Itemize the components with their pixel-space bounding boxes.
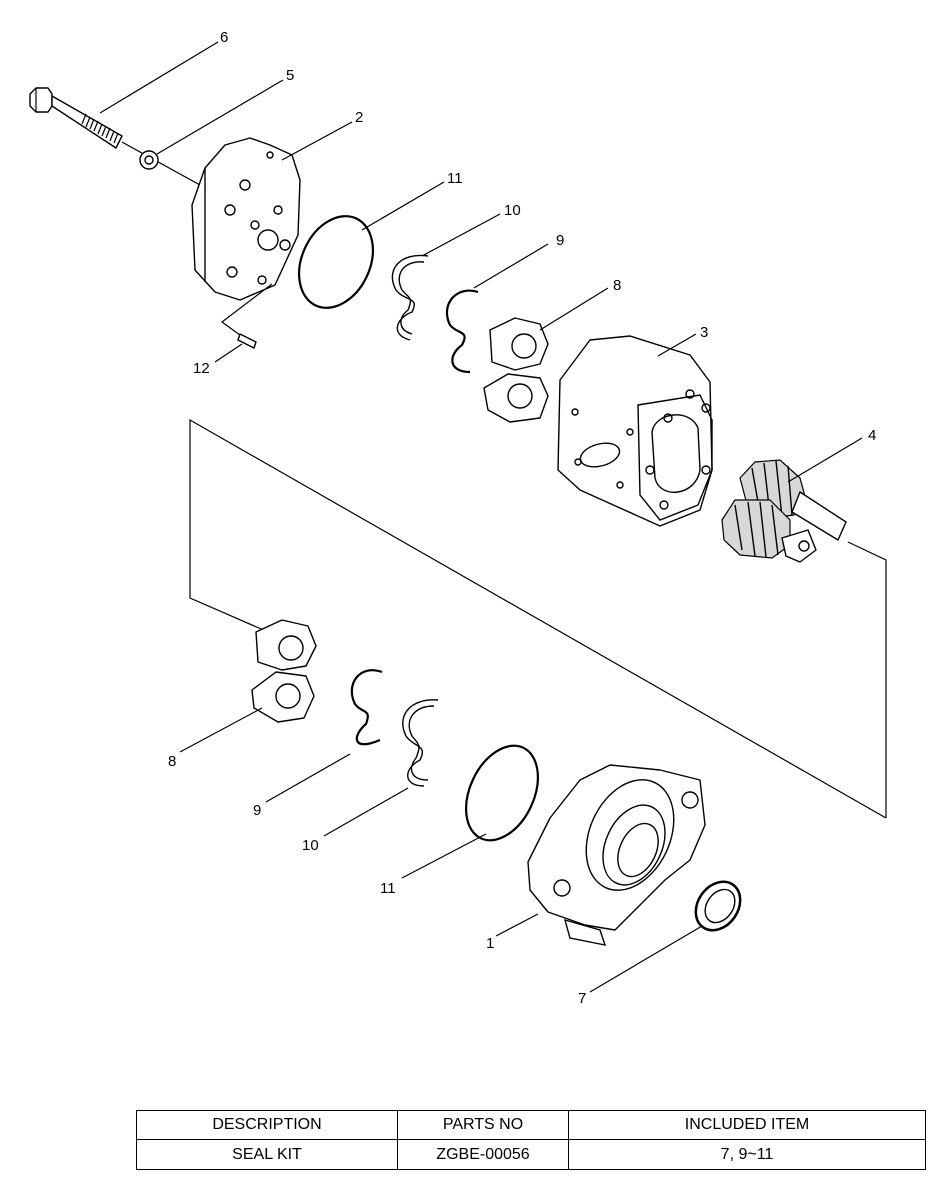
callout-1: 1 (486, 935, 494, 952)
part-2-cover (191, 137, 301, 301)
callout-10-upper: 10 (504, 202, 521, 219)
header-parts-no: PARTS NO (397, 1110, 569, 1140)
part-4-gear-pair (721, 459, 847, 563)
callout-11-upper: 11 (447, 170, 463, 187)
assembly-line-right (847, 541, 887, 818)
table-header-row: DESCRIPTION PARTS NO INCLUDED ITEM (136, 1110, 926, 1140)
callout-5: 5 (286, 67, 294, 84)
part-7-oil-seal (694, 880, 742, 932)
bolt-thread (81, 113, 119, 144)
callout-2: 2 (355, 109, 363, 126)
callout-4: 4 (868, 427, 876, 444)
callout-7: 7 (578, 990, 586, 1007)
seal-kit-table: DESCRIPTION PARTS NO INCLUDED ITEM SEAL … (136, 1110, 926, 1170)
part-12-pin (220, 283, 273, 349)
header-included-item: INCLUDED ITEM (568, 1110, 926, 1140)
callout-8-upper: 8 (613, 277, 621, 294)
header-description: DESCRIPTION (136, 1110, 398, 1140)
callout-12: 12 (193, 360, 210, 377)
callout-3: 3 (700, 324, 708, 341)
cell-parts-no: ZGBE-00056 (397, 1139, 569, 1170)
part-8-bushing-upper (483, 317, 549, 423)
callout-9-upper: 9 (556, 232, 564, 249)
cell-included-item: 7, 9~11 (568, 1139, 926, 1170)
callout-10-lower: 10 (302, 837, 319, 854)
part-3-gear-housing (557, 335, 713, 527)
part-11-oring-upper (298, 215, 374, 309)
table-row: SEAL KIT ZGBE-00056 7, 9~11 (136, 1139, 926, 1170)
part-8-bushing-lower (251, 619, 317, 723)
part-9-wire-ring-upper (445, 289, 479, 374)
part-6-bolt (29, 87, 201, 186)
assembly-line-left (189, 418, 887, 819)
part-10-backup-ring-lower (402, 699, 439, 787)
cell-description: SEAL KIT (136, 1139, 398, 1170)
part-11-oring-lower (465, 744, 539, 842)
callout-11-lower: 11 (380, 880, 396, 897)
exploded-parts-diagram: 6 5 2 11 10 9 8 3 4 12 8 9 10 11 1 7 (29, 29, 887, 1007)
part-9-wire-ring-lower (350, 669, 383, 746)
part-5-washer (139, 150, 159, 170)
leader-lines (99, 41, 863, 993)
callout-8-lower: 8 (168, 753, 176, 770)
callout-labels: 6 5 2 11 10 9 8 3 4 12 8 9 10 11 1 7 (168, 29, 876, 1007)
callout-9-lower: 9 (253, 802, 261, 819)
callout-6: 6 (220, 29, 228, 46)
part-10-backup-ring-upper (391, 254, 429, 341)
part-1-mounting-flange (527, 764, 706, 946)
